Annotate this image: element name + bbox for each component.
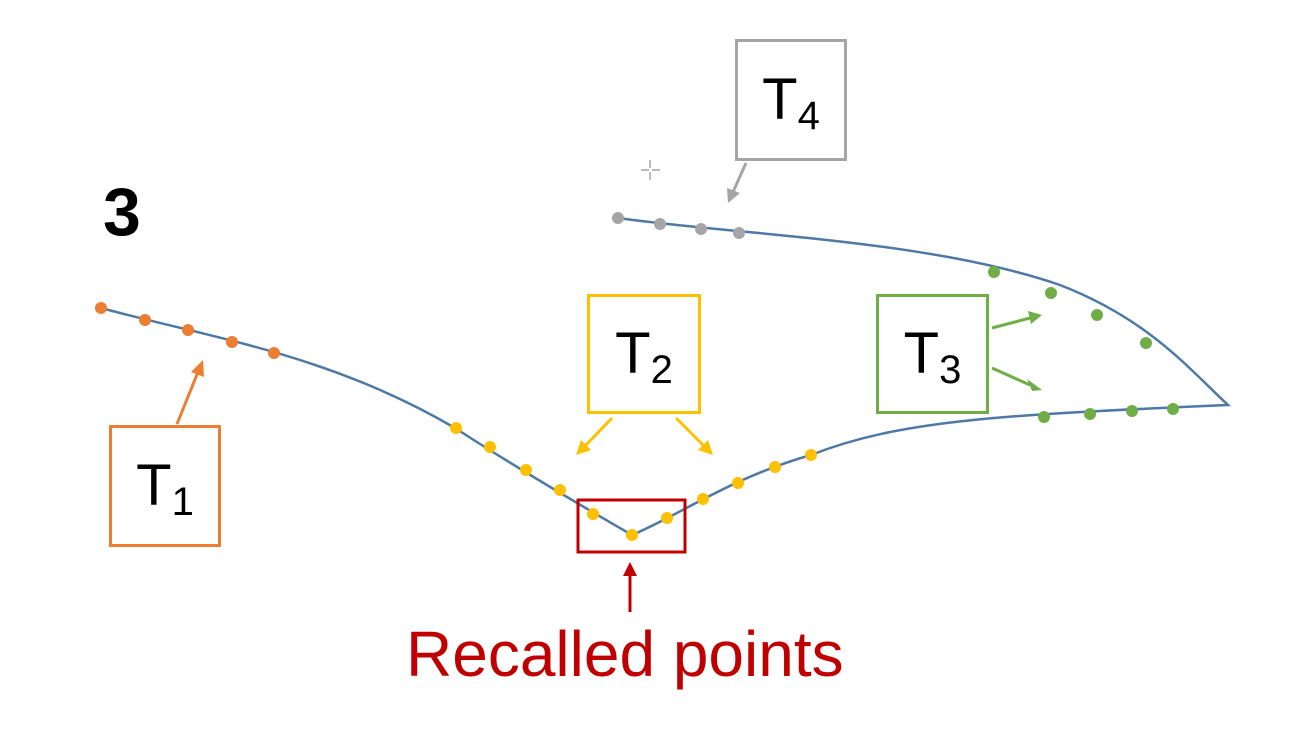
t3-arrow-down-head bbox=[1027, 379, 1042, 391]
t2-label: T bbox=[615, 321, 651, 386]
t2-arrow-left-head bbox=[576, 440, 591, 455]
t1-point-4 bbox=[226, 336, 238, 348]
t3-point-3 bbox=[1091, 309, 1103, 321]
t3-arrow-down-shaft bbox=[991, 366, 1031, 387]
trajectory-points bbox=[95, 212, 1179, 541]
t3-point-4 bbox=[1140, 337, 1152, 349]
t2-point-10 bbox=[769, 461, 781, 473]
t2-arrow-right-head bbox=[698, 440, 713, 455]
t2-point-11 bbox=[805, 449, 817, 461]
t3-point-8 bbox=[1167, 403, 1179, 415]
t1-arrow-shaft bbox=[175, 371, 200, 425]
recalled-points-box bbox=[576, 498, 687, 554]
t2-arrow-left-shaft bbox=[583, 416, 614, 448]
t2-subscript: 2 bbox=[650, 348, 673, 392]
t4-label: T bbox=[762, 67, 798, 132]
t3-label: T bbox=[903, 321, 940, 386]
step-number: 3 bbox=[103, 174, 141, 250]
t1-subscript: 1 bbox=[171, 480, 194, 524]
t2-point-5 bbox=[587, 508, 599, 520]
t3-point-1 bbox=[988, 266, 1000, 278]
recalled-arrow-head bbox=[623, 562, 637, 576]
t4-point-3 bbox=[695, 223, 707, 235]
trajectory-curve bbox=[100, 216, 1232, 537]
t3-subscript: 3 bbox=[939, 348, 962, 392]
t2-point-1 bbox=[450, 422, 462, 434]
t2-point-4 bbox=[554, 484, 566, 496]
t2-point-3 bbox=[520, 464, 532, 476]
t2-arrow-right-shaft bbox=[674, 416, 706, 448]
t1-point-3 bbox=[182, 324, 194, 336]
t3-arrow-up-head bbox=[1028, 311, 1042, 324]
t2-point-9 bbox=[732, 477, 744, 489]
t4-arrow-shaft bbox=[731, 162, 748, 193]
t4-point-1 bbox=[612, 212, 624, 224]
t3-point-7 bbox=[1126, 405, 1138, 417]
t1-point-5 bbox=[268, 347, 280, 359]
t2-point-8 bbox=[697, 493, 709, 505]
t3-arrow-up-shaft bbox=[991, 316, 1031, 330]
t1-point-2 bbox=[139, 314, 151, 326]
t4-point-4 bbox=[733, 227, 745, 239]
recalled-points-label: Recalled points bbox=[406, 618, 844, 690]
t2-point-7 bbox=[661, 512, 673, 524]
t2-point-6 bbox=[626, 529, 638, 541]
t3-point-5 bbox=[1038, 411, 1050, 423]
t2-point-2 bbox=[484, 441, 496, 453]
t3-point-2 bbox=[1045, 287, 1057, 299]
t4-arrow-head bbox=[727, 188, 740, 203]
t1-point-1 bbox=[95, 302, 107, 314]
t3-point-6 bbox=[1084, 408, 1096, 420]
t4-point-2 bbox=[654, 218, 666, 230]
t4-subscript: 4 bbox=[797, 94, 820, 138]
t1-arrow-head bbox=[191, 360, 204, 377]
crosshair-icon bbox=[641, 160, 660, 180]
t1-label: T bbox=[136, 453, 172, 518]
